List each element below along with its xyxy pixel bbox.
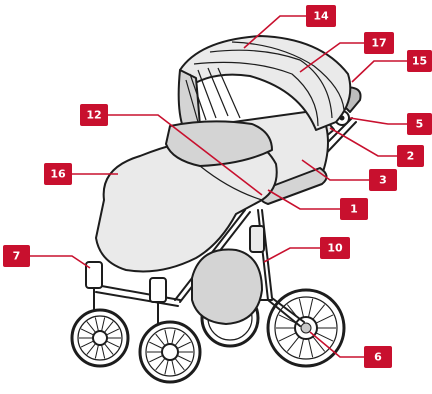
callout-3-label: 3 xyxy=(379,174,387,187)
callout-10-label: 10 xyxy=(327,242,343,255)
callout-16-label: 16 xyxy=(50,168,66,181)
callout-12-label: 12 xyxy=(86,109,101,122)
front-wheel-right xyxy=(140,322,200,382)
leader-5 xyxy=(350,118,407,124)
leader-10 xyxy=(264,248,320,262)
callout-5: 5 xyxy=(407,113,432,135)
callout-7-label: 7 xyxy=(13,250,21,263)
callout-1-label: 1 xyxy=(350,203,358,216)
shopping-basket xyxy=(192,250,262,324)
leader-2 xyxy=(330,128,397,156)
callout-12: 12 xyxy=(80,104,108,126)
callout-6: 6 xyxy=(364,346,392,368)
callout-16: 16 xyxy=(44,163,72,185)
callout-3: 3 xyxy=(369,169,397,191)
callout-10: 10 xyxy=(320,237,350,259)
callout-5-label: 5 xyxy=(416,118,424,131)
callout-17: 17 xyxy=(364,32,394,54)
front-wheel-left xyxy=(72,310,128,366)
leader-7 xyxy=(30,256,90,268)
callout-7: 7 xyxy=(3,245,30,267)
canopy xyxy=(179,36,351,130)
callout-17-label: 17 xyxy=(371,37,386,50)
callout-1: 1 xyxy=(340,198,368,220)
callout-15-label: 15 xyxy=(412,55,427,68)
callout-2-label: 2 xyxy=(407,150,415,163)
callout-2: 2 xyxy=(397,145,424,167)
rear-wheel-right xyxy=(268,290,344,366)
callout-14: 14 xyxy=(306,5,336,27)
callout-15: 15 xyxy=(407,50,432,72)
callout-14-label: 14 xyxy=(313,10,329,23)
callout-6-label: 6 xyxy=(374,351,382,364)
leader-15 xyxy=(352,61,407,82)
